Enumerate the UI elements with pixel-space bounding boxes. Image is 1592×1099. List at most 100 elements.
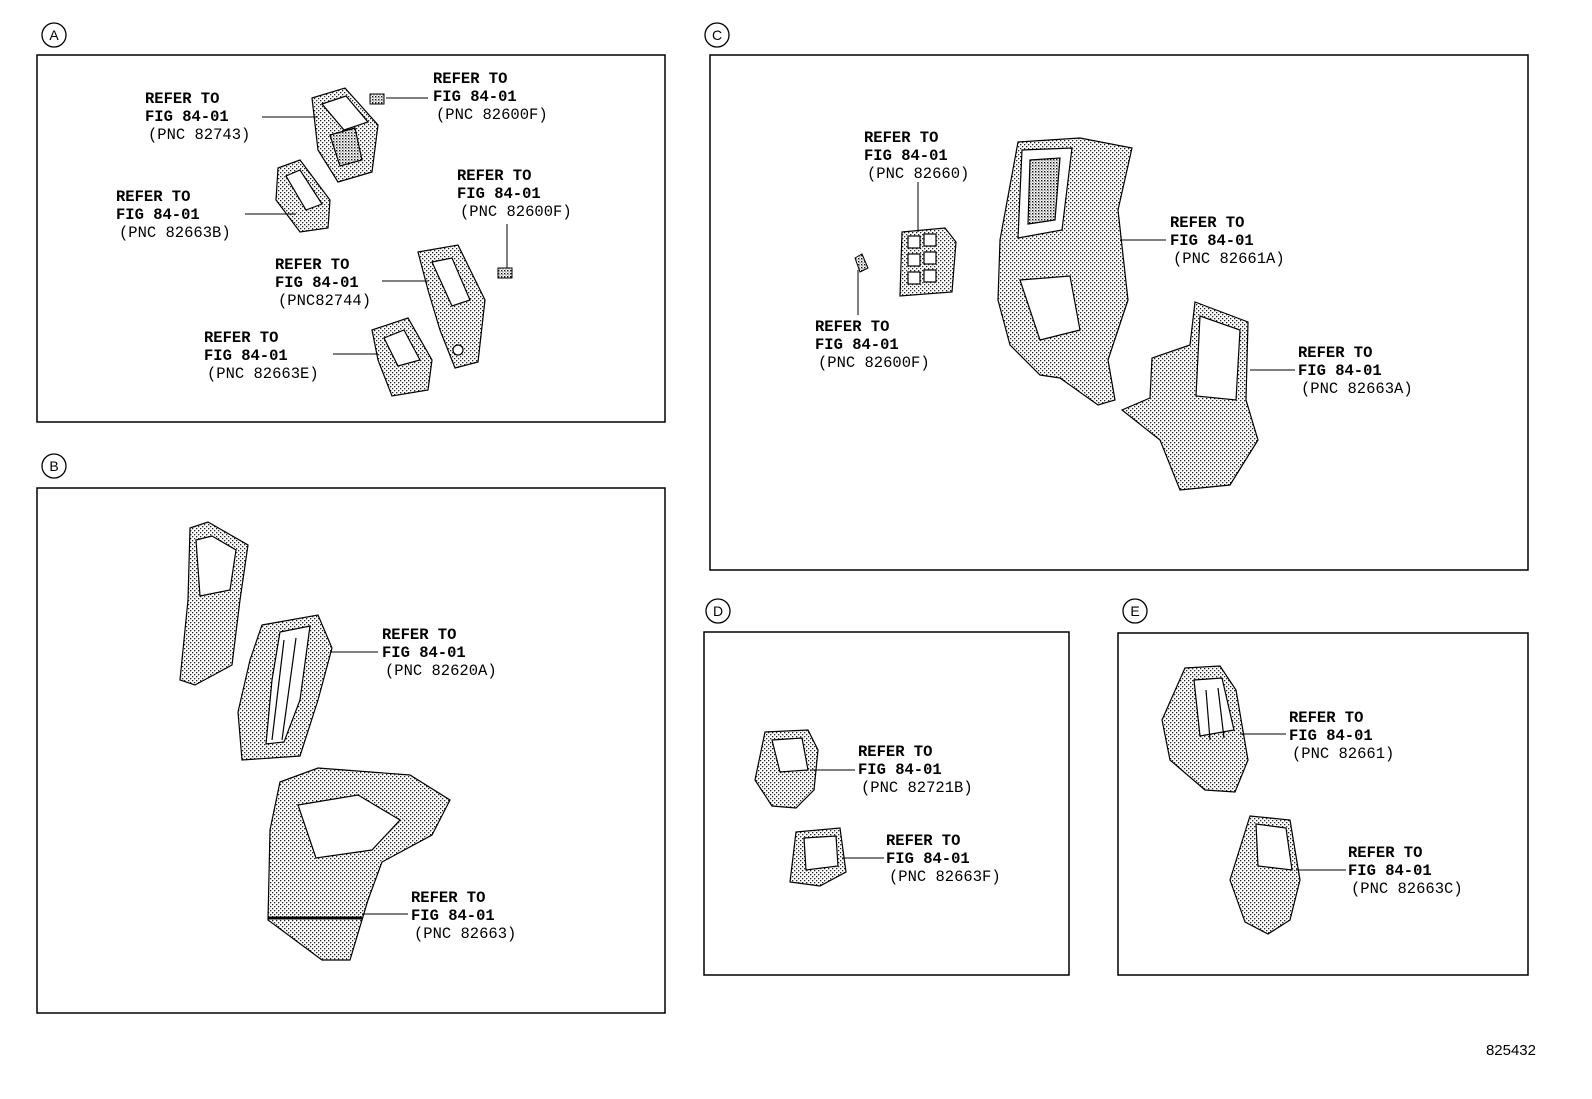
svg-text:(PNC82744): (PNC82744) (278, 292, 371, 310)
svg-text:(PNC 82600F): (PNC 82600F) (460, 203, 572, 221)
part-junction-block-82620a (237, 614, 333, 761)
part-fuse-82600f-c (854, 253, 869, 273)
section-b-marker: B (41, 453, 67, 479)
svg-text:(PNC 82663C): (PNC 82663C) (1351, 880, 1463, 898)
callout-a-82663b: REFER TO FIG 84-01 (PNC 82663B) (116, 188, 231, 242)
svg-text:REFER TO: REFER TO (116, 188, 190, 206)
section-d-frame (703, 631, 1070, 976)
svg-text:REFER TO: REFER TO (411, 889, 485, 907)
section-c-leaders (857, 182, 1295, 371)
svg-text:FIG 84-01: FIG 84-01 (1298, 362, 1382, 380)
svg-text:(PNC 82620A): (PNC 82620A) (385, 662, 497, 680)
section-e-marker: E (1122, 598, 1148, 624)
svg-text:(PNC 82661A): (PNC 82661A) (1173, 250, 1285, 268)
callout-a-82663e: REFER TO FIG 84-01 (PNC 82663E) (204, 329, 319, 383)
part-cover-82663a (1120, 301, 1259, 491)
part-fuse-82600f-a (369, 93, 385, 105)
svg-text:(PNC 82600F): (PNC 82600F) (436, 106, 548, 124)
section-c: C (704, 22, 1529, 571)
section-d: D REFER TO FIG 84-01 (PNC 82721B) REFER … (703, 598, 1070, 976)
callout-c-82660: REFER TO FIG 84-01 (PNC 82660) (864, 129, 969, 183)
section-b-leaders (330, 651, 408, 915)
svg-text:REFER TO: REFER TO (886, 832, 960, 850)
part-relay-block-82660 (899, 227, 957, 297)
callout-e-82661: REFER TO FIG 84-01 (PNC 82661) (1289, 709, 1394, 763)
part-box-82661 (1161, 665, 1249, 793)
svg-text:REFER TO: REFER TO (145, 90, 219, 108)
svg-text:REFER TO: REFER TO (1170, 214, 1244, 232)
callout-a-82744: REFER TO FIG 84-01 (PNC82744) (275, 256, 371, 310)
section-a-frame (36, 54, 666, 423)
svg-text:FIG 84-01: FIG 84-01 (433, 88, 517, 106)
callout-c-82663a: REFER TO FIG 84-01 (PNC 82663A) (1298, 344, 1413, 398)
callout-c-82661a: REFER TO FIG 84-01 (PNC 82661A) (1170, 214, 1285, 268)
svg-text:REFER TO: REFER TO (858, 743, 932, 761)
svg-text:FIG 84-01: FIG 84-01 (116, 206, 200, 224)
svg-text:(PNC 82663F): (PNC 82663F) (889, 868, 1001, 886)
part-block-82721b (754, 729, 819, 809)
section-letter: A (49, 27, 59, 43)
svg-text:(PNC 82663E): (PNC 82663E) (207, 365, 319, 383)
svg-text:(PNC 82663B): (PNC 82663B) (119, 224, 231, 242)
svg-text:REFER TO: REFER TO (433, 70, 507, 88)
svg-text:FIG 84-01: FIG 84-01 (1348, 862, 1432, 880)
svg-text:FIG 84-01: FIG 84-01 (864, 147, 948, 165)
svg-text:REFER TO: REFER TO (1298, 344, 1372, 362)
svg-text:REFER TO: REFER TO (1289, 709, 1363, 727)
section-c-marker: C (704, 22, 730, 48)
part-cover-82663b (275, 159, 331, 233)
section-e-frame (1117, 632, 1529, 976)
part-bracket-82744 (417, 244, 486, 369)
part-lower-box-82663 (267, 767, 451, 961)
section-e: E REFER TO FIG 84-01 (PNC 82661) REFER T… (1117, 598, 1529, 976)
svg-text:REFER TO: REFER TO (275, 256, 349, 274)
section-letter: D (713, 603, 723, 619)
part-cover-82663c (1229, 815, 1301, 935)
svg-text:REFER TO: REFER TO (204, 329, 278, 347)
section-b: B REFER TO FIG 84-01 (PNC 82620A) (36, 453, 666, 1014)
callout-d-82721b: REFER TO FIG 84-01 (PNC 82721B) (858, 743, 973, 797)
svg-text:REFER TO: REFER TO (1348, 844, 1422, 862)
part-fuse-82600f-b (497, 267, 513, 279)
svg-text:REFER TO: REFER TO (457, 167, 531, 185)
section-a-marker: A (41, 22, 67, 48)
part-side-cover-b (179, 521, 249, 686)
part-cover-82663e (371, 317, 433, 397)
figure-number: 825432 (1486, 1042, 1536, 1059)
svg-text:FIG 84-01: FIG 84-01 (815, 336, 899, 354)
section-e-leaders (1240, 733, 1346, 871)
callout-e-82663c: REFER TO FIG 84-01 (PNC 82663C) (1348, 844, 1463, 898)
section-a-leaders (245, 97, 508, 355)
section-a: A (36, 22, 666, 423)
section-letter: B (49, 458, 58, 474)
svg-text:REFER TO: REFER TO (815, 318, 889, 336)
callout-d-82663f: REFER TO FIG 84-01 (PNC 82663F) (886, 832, 1001, 886)
svg-text:FIG 84-01: FIG 84-01 (1170, 232, 1254, 250)
svg-text:FIG 84-01: FIG 84-01 (886, 850, 970, 868)
svg-text:REFER TO: REFER TO (864, 129, 938, 147)
section-b-frame (36, 487, 666, 1014)
svg-text:(PNC 82721B): (PNC 82721B) (861, 779, 973, 797)
svg-text:(PNC 82743): (PNC 82743) (148, 126, 250, 144)
svg-text:(PNC 82663): (PNC 82663) (414, 925, 516, 943)
svg-text:(PNC 82661): (PNC 82661) (1292, 745, 1394, 763)
callout-a-82600f-mid: REFER TO FIG 84-01 (PNC 82600F) (457, 167, 572, 221)
callout-a-82600f-top: REFER TO FIG 84-01 (PNC 82600F) (433, 70, 548, 124)
section-d-marker: D (705, 598, 731, 624)
part-cover-82663f (789, 827, 847, 887)
callout-b-82620a: REFER TO FIG 84-01 (PNC 82620A) (382, 626, 497, 680)
svg-text:FIG 84-01: FIG 84-01 (1289, 727, 1373, 745)
svg-text:FIG 84-01: FIG 84-01 (204, 347, 288, 365)
svg-text:FIG 84-01: FIG 84-01 (858, 761, 942, 779)
svg-text:(PNC 82663A): (PNC 82663A) (1301, 380, 1413, 398)
svg-text:FIG 84-01: FIG 84-01 (275, 274, 359, 292)
callout-c-82600f: REFER TO FIG 84-01 (PNC 82600F) (815, 318, 930, 372)
section-c-frame (709, 54, 1529, 571)
svg-text:FIG 84-01: FIG 84-01 (457, 185, 541, 203)
callout-b-82663: REFER TO FIG 84-01 (PNC 82663) (411, 889, 516, 943)
svg-text:(PNC 82600F): (PNC 82600F) (818, 354, 930, 372)
section-d-leaders (810, 769, 884, 859)
section-letter: C (712, 27, 722, 43)
svg-text:(PNC 82660): (PNC 82660) (867, 165, 969, 183)
